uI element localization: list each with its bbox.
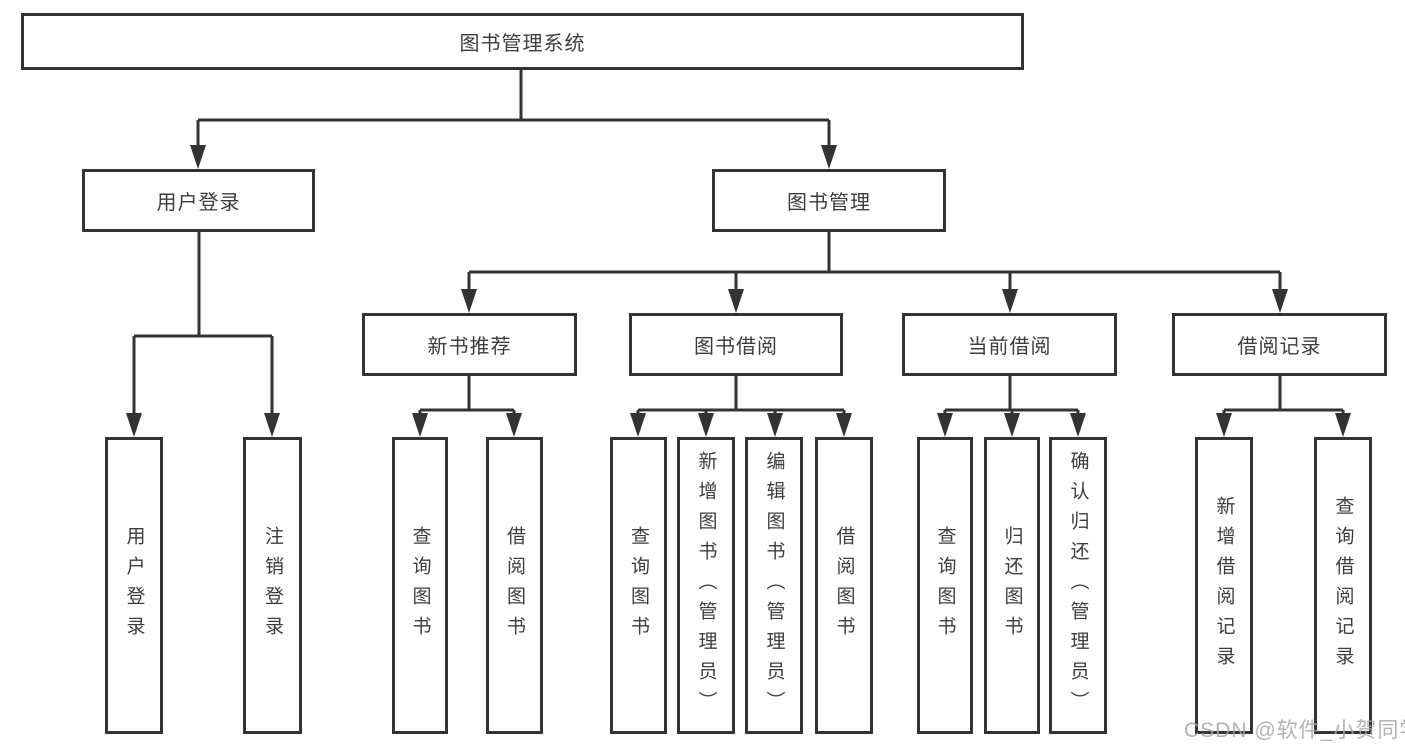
- leaf-nbr-borrow-book: 借阅图书: [486, 437, 543, 734]
- leaf-nbr-query-book: 查询图书: [392, 437, 448, 734]
- leaf-br-query-record: 查询借阅记录: [1314, 437, 1372, 734]
- node-book-borrow: 图书借阅: [629, 313, 843, 376]
- edge-new-book-rec-children: [412, 376, 522, 437]
- node-current-borrow-label: 当前借阅: [967, 336, 1052, 358]
- node-root: 图书管理系统: [21, 13, 1024, 70]
- edge-borrow-records-children: [1216, 376, 1351, 437]
- leaf-nbr-borrow-book-label: 借阅图书: [504, 525, 525, 646]
- leaf-user-login-label: 用户登录: [123, 525, 145, 646]
- node-borrow-records-label: 借阅记录: [1237, 336, 1322, 358]
- leaf-cb-return-book: 归还图书: [984, 437, 1040, 734]
- leaf-bb-edit-book-label: 编辑图书（管理员）: [763, 450, 785, 721]
- node-root-label: 图书管理系统: [459, 33, 586, 55]
- node-new-book-rec: 新书推荐: [362, 313, 577, 376]
- edge-root-to-level2: [190, 69, 837, 169]
- node-user-login-label: 用户登录: [156, 192, 241, 214]
- leaf-user-login: 用户登录: [105, 437, 163, 734]
- node-book-borrow-label: 图书借阅: [694, 336, 778, 358]
- edge-book-borrow-children: [630, 376, 852, 437]
- leaf-nbr-query-book-label: 查询图书: [409, 525, 431, 646]
- leaf-cb-query-book-label: 查询图书: [934, 525, 956, 646]
- edge-book-mgmt-children: [461, 232, 1288, 313]
- leaf-br-query-record-label: 查询借阅记录: [1332, 495, 1354, 676]
- csdn-watermark: CSDN @软件_小贺同学: [1184, 719, 1405, 742]
- leaf-bb-query-book-label: 查询图书: [628, 525, 649, 646]
- node-book-mgmt: 图书管理: [712, 169, 946, 232]
- leaf-logout-label: 注销登录: [262, 525, 283, 646]
- node-book-mgmt-label: 图书管理: [787, 192, 871, 214]
- edge-user-login-children: [126, 232, 280, 437]
- node-user-login: 用户登录: [82, 169, 315, 232]
- leaf-br-add-record: 新增借阅记录: [1195, 437, 1253, 734]
- node-current-borrow: 当前借阅: [902, 313, 1117, 376]
- leaf-bb-query-book: 查询图书: [610, 437, 667, 734]
- leaf-bb-edit-book: 编辑图书（管理员）: [745, 437, 803, 734]
- node-borrow-records: 借阅记录: [1172, 313, 1387, 376]
- leaf-logout: 注销登录: [243, 437, 302, 734]
- leaf-cb-confirm-return: 确认归还（管理员）: [1049, 437, 1107, 734]
- node-new-book-rec-label: 新书推荐: [427, 336, 512, 358]
- leaf-bb-add-book-label: 新增图书（管理员）: [695, 450, 717, 721]
- leaf-bb-borrow-book: 借阅图书: [815, 437, 873, 734]
- edge-current-borrow-children: [937, 376, 1086, 437]
- leaf-bb-add-book: 新增图书（管理员）: [677, 437, 735, 734]
- leaf-br-add-record-label: 新增借阅记录: [1213, 495, 1235, 676]
- leaf-cb-confirm-return-label: 确认归还（管理员）: [1067, 450, 1089, 721]
- leaf-cb-return-book-label: 归还图书: [1001, 525, 1023, 646]
- leaf-bb-borrow-book-label: 借阅图书: [833, 525, 855, 646]
- leaf-cb-query-book: 查询图书: [917, 437, 973, 734]
